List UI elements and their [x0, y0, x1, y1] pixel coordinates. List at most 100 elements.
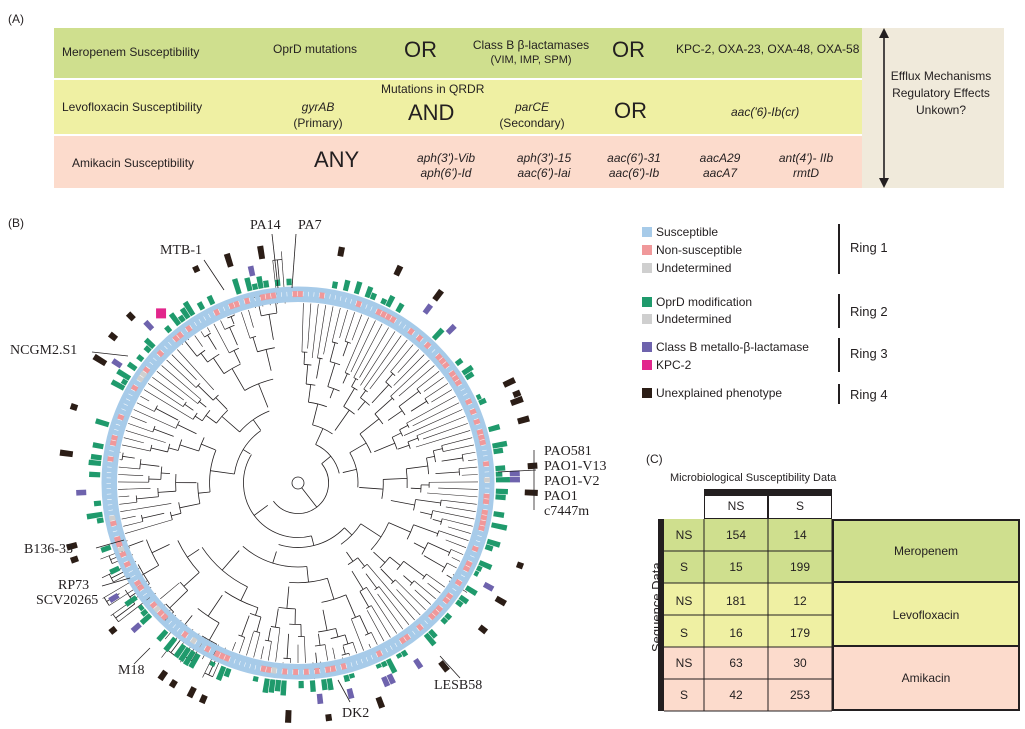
tree-leaf-branch: [125, 430, 166, 443]
ring2-segment: [209, 660, 216, 667]
ring1-segment: [199, 642, 207, 651]
tree-arc: [204, 672, 213, 678]
ring2-segment: [478, 397, 487, 406]
ring1-segment: [309, 668, 315, 675]
ring1-segment: [476, 428, 484, 436]
tree-leaf-branch: [207, 327, 211, 333]
ring1-segment: [185, 633, 194, 642]
amikacin-gene-2b: aac(6')-Iai: [517, 166, 571, 180]
tree-branch: [357, 557, 365, 567]
tree-branch: [256, 616, 262, 632]
ring2-segment: [490, 522, 508, 531]
tree-leaf-branch: [232, 642, 236, 651]
ring1-segment: [233, 658, 241, 666]
tree-leaf-branch: [416, 416, 466, 436]
legend-unexplained: Unexplained phenotype: [656, 386, 783, 400]
tree-leaf-branch: [359, 327, 389, 378]
ring1-segment: [115, 540, 123, 548]
ring1-segment: [119, 550, 127, 558]
cell-levofloxacin-ns-s: 12: [793, 594, 807, 608]
ring2-segment: [137, 604, 145, 612]
ring1-segment: [477, 434, 485, 441]
tree-leaf-branch: [438, 487, 478, 490]
tree-leaf-branch: [152, 376, 184, 401]
ring1-segment: [483, 488, 490, 494]
ring2-segment: [492, 440, 508, 449]
ring2-segment: [348, 672, 356, 679]
primary-label: (Primary): [293, 116, 343, 130]
row-s-2: S: [679, 626, 688, 640]
ring2-segment: [280, 680, 287, 696]
ring2-segment: [444, 612, 453, 621]
tree-leaf-branch: [441, 499, 477, 505]
ring4-segment: [375, 696, 386, 709]
amikacin-gene-1a: aph(3')-Vib: [416, 151, 476, 165]
ring1-segment: [365, 654, 373, 662]
tree-root: [291, 476, 305, 490]
header-bar: [704, 489, 832, 495]
ring1-segment: [361, 656, 368, 664]
ring1-segment: [365, 304, 373, 312]
tree-arc: [441, 562, 448, 573]
ring1-segment: [172, 334, 180, 343]
tree-leaf-branch: [120, 503, 172, 513]
ring4-segment: [108, 625, 118, 635]
tree-branch: [385, 373, 394, 383]
ring2-segment: [321, 678, 328, 691]
ring2-segment: [179, 307, 191, 320]
ring1-segment: [380, 647, 388, 656]
tree-arc: [243, 454, 312, 538]
ring1-segment: [464, 398, 473, 406]
tree-leaf-branch: [171, 354, 197, 380]
strain-leader: [133, 647, 151, 665]
ring1-segment: [479, 519, 487, 526]
kpc-marker: [156, 308, 167, 319]
ring1-segment: [107, 504, 114, 511]
ring2-segment: [286, 278, 292, 286]
legend-ring4: Ring 4: [850, 387, 888, 402]
tree-leaf-branch: [423, 376, 444, 392]
tree-branch: [136, 496, 159, 500]
tree-branch: [151, 543, 170, 554]
tree-branch: [315, 428, 324, 445]
tree-branch: [205, 415, 217, 424]
tree-branch: [371, 384, 390, 404]
or-operator-1: OR: [404, 37, 437, 62]
qrdr-label: Mutations in QRDR: [381, 82, 485, 96]
tree-branch: [345, 594, 356, 618]
ring1-segment: [106, 467, 113, 473]
tree-leaf-branch: [371, 632, 378, 645]
ring1-segment: [142, 366, 151, 374]
tree-branch: [327, 362, 336, 387]
amikacin-gene-5a: ant(4')- IIb: [778, 151, 834, 165]
ring1-segment: [454, 579, 463, 587]
tree-arc: [207, 353, 220, 363]
tree-leaf-branch: [447, 562, 457, 569]
tree-leaf-branch: [468, 459, 477, 462]
strain-rp73: RP73: [58, 578, 90, 593]
ring1-segment: [287, 668, 293, 675]
ring2-segment: [143, 345, 152, 354]
ring1-segment: [265, 293, 272, 300]
ring1-segment: [223, 654, 231, 662]
ring2-segment: [156, 629, 169, 642]
ring4-segment: [125, 311, 136, 322]
tree-branch: [242, 449, 251, 455]
tree-arc: [135, 495, 138, 503]
tree-leaf-branch: [344, 312, 355, 342]
ring1-segment: [457, 383, 465, 392]
tree-arc: [272, 259, 283, 261]
ring2-segment: [96, 517, 104, 524]
ring1-segment: [189, 321, 197, 330]
meropenem-label: Meropenem Susceptibility: [62, 45, 200, 59]
ring1-segment: [228, 656, 236, 664]
tree-branch: [357, 401, 366, 411]
ring1-segment: [208, 310, 216, 319]
tree-arc: [233, 430, 262, 475]
ring1-segment: [107, 456, 114, 462]
tree-leaf-branch: [459, 466, 478, 469]
gyrab-label: gyrAB: [301, 100, 335, 114]
tree-leaf-branch: [118, 495, 130, 498]
tree-branch: [194, 415, 203, 422]
ring2-segment: [251, 283, 259, 291]
